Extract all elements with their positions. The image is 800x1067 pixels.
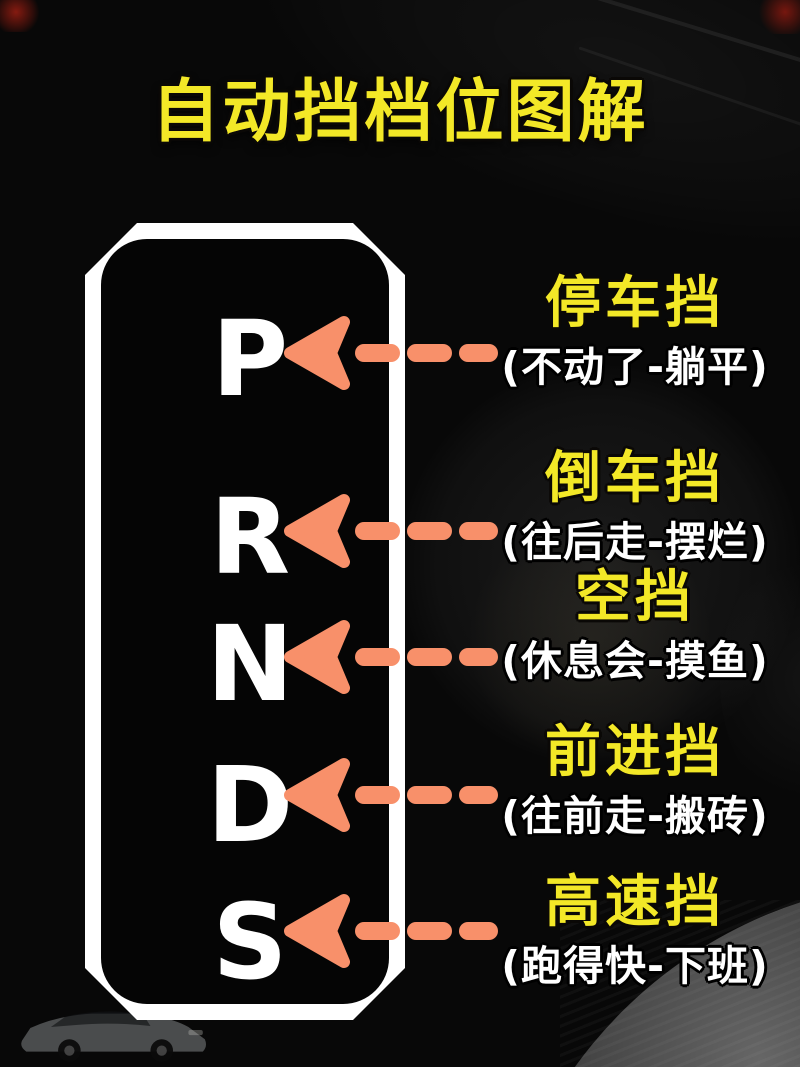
gear-label-r: 倒车挡 (往后走-摆烂) <box>478 445 792 571</box>
gear-label-p: 停车挡 (不动了-躺平) <box>478 270 792 396</box>
page-title: 自动挡档位图解 <box>151 73 649 152</box>
background-red-corner <box>758 0 800 34</box>
background-terrain-texture <box>560 900 800 1067</box>
gear-label-s: 高速挡 (跑得快-下班) <box>478 869 792 995</box>
background-gear-knob-glow <box>470 520 710 760</box>
gear-label-p-name: 停车挡 <box>545 271 725 336</box>
gear-label-n-subtitle: (休息会-摸鱼) <box>501 637 769 685</box>
background-gear-knob-glow <box>400 365 800 765</box>
gear-label-s-name: 高速挡 <box>545 870 725 935</box>
gear-label-d-subtitle: (往前走-搬砖) <box>501 792 769 840</box>
gear-label-d: 前进挡 (往前走-搬砖) <box>478 719 792 845</box>
gear-label-n-name: 空挡 <box>575 565 695 630</box>
gear-letter-n: N <box>206 603 294 725</box>
gear-label-d-name: 前进挡 <box>545 720 725 785</box>
gear-label-n: 空挡 (休息会-摸鱼) <box>478 564 792 690</box>
gear-label-p-subtitle: (不动了-躺平) <box>501 343 769 391</box>
dashed-arrow-icon-d <box>283 755 498 835</box>
background-red-corner <box>0 0 40 32</box>
gear-label-r-subtitle: (往后走-摆烂) <box>501 518 769 566</box>
dashed-arrow-icon-n <box>283 617 498 697</box>
gear-label-s-subtitle: (跑得快-下班) <box>501 942 769 990</box>
gear-label-r-name: 倒车挡 <box>545 446 725 511</box>
car-image <box>21 1011 206 1062</box>
dashed-arrow-icon-s <box>283 891 498 971</box>
gear-letter-p: P <box>211 298 289 420</box>
gear-letter-s: S <box>212 881 288 1003</box>
dashed-arrow-icon-r <box>283 491 498 571</box>
dashed-arrow-icon-p <box>283 313 498 393</box>
gear-letter-r: R <box>209 476 291 598</box>
gear-letter-d: D <box>206 744 294 866</box>
